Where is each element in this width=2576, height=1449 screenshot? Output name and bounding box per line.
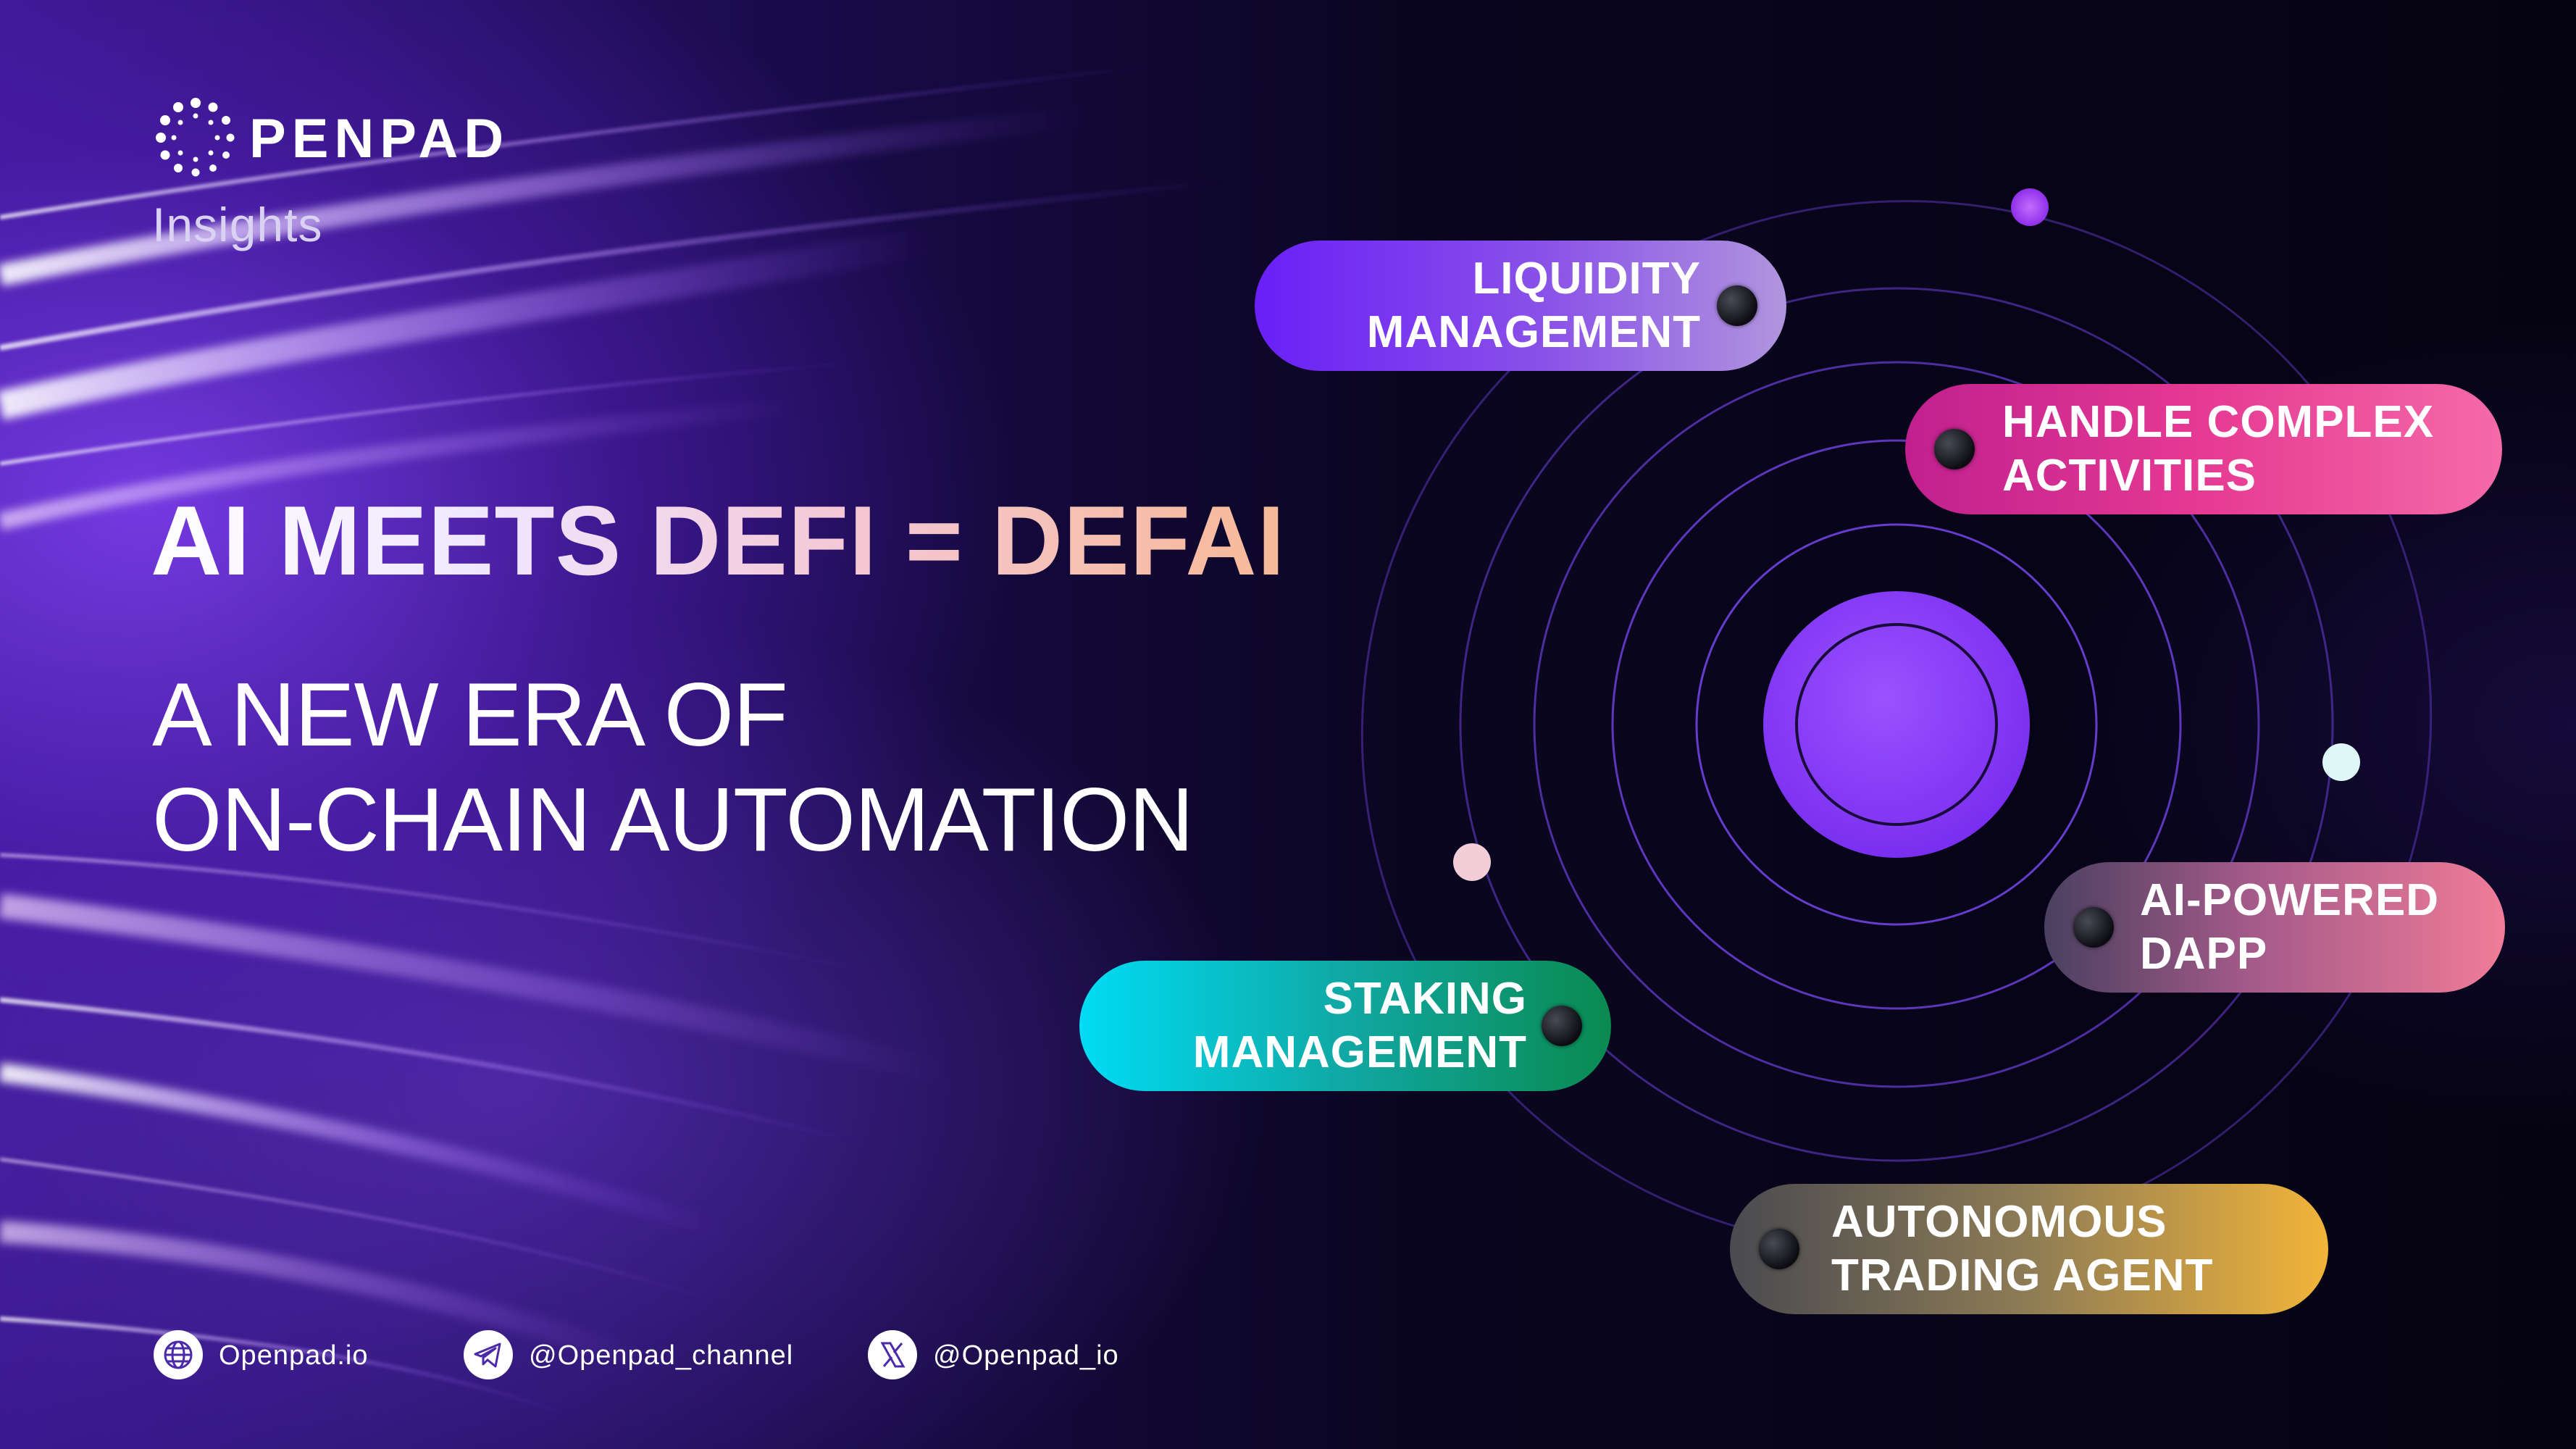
telegram-icon — [464, 1330, 513, 1379]
orbit-dot-pink — [1453, 843, 1491, 881]
feature-pill-handle-complex-activities: HANDLE COMPLEX ACTIVITIES — [1905, 384, 2502, 514]
footer-website-link[interactable]: Openpad.io — [154, 1330, 385, 1379]
orbit-ring — [1695, 523, 2098, 926]
feature-label-dapp: AI-POWERED DAPP — [2140, 875, 2439, 979]
footer-website-text[interactable]: Openpad.io — [219, 1340, 369, 1371]
orbit-dot-purple — [2011, 188, 2049, 226]
feature-label-liquidity: LIQUIDITY MANAGEMENT — [1366, 254, 1701, 357]
footer-x-text[interactable]: @Openpad_io — [933, 1340, 1119, 1371]
globe-icon — [154, 1330, 203, 1379]
footer-telegram-text[interactable]: @Openpad_channel — [529, 1340, 794, 1371]
pill-dot-icon — [1542, 1006, 1582, 1046]
feature-pill-staking-management: STAKING MANAGEMENT — [1079, 961, 1611, 1091]
orbit-core-ring — [1795, 623, 1998, 826]
feature-pill-liquidity-management: LIQUIDITY MANAGEMENT — [1255, 241, 1786, 371]
tagline-line-2: ON-CHAIN AUTOMATION — [152, 770, 1194, 870]
headline: AI MEETS DEFI = DEFAI — [151, 485, 1286, 596]
feature-label-staking: STAKING MANAGEMENT — [1192, 974, 1527, 1077]
feature-label-complex: HANDLE COMPLEX ACTIVITIES — [2002, 397, 2435, 501]
dotted-ring-o-logo-icon — [156, 98, 235, 177]
x-logo-icon — [868, 1330, 917, 1379]
orbit-ring — [1611, 439, 2182, 1010]
tagline: A NEW ERA OF ON-CHAIN AUTOMATION — [152, 663, 1194, 873]
light-streaks-decoration — [0, 63, 1232, 1422]
orbit-ring — [1533, 361, 2260, 1088]
feature-pill-ai-powered-dapp: AI-POWERED DAPP — [2044, 862, 2505, 993]
feature-label-trading: AUTONOMOUS TRADING AGENT — [1831, 1197, 2214, 1300]
pill-dot-icon — [1759, 1229, 1799, 1269]
brand-subtitle: Insights — [152, 198, 323, 251]
orbit-ring — [1459, 287, 2334, 1162]
orbit-dot-white — [2322, 743, 2360, 781]
pill-dot-icon — [1717, 285, 1757, 326]
brand-wordmark: PENPAD — [249, 108, 510, 170]
orbit-core — [1763, 591, 2030, 858]
pill-dot-icon — [2073, 907, 2114, 948]
pill-dot-icon — [1934, 429, 1975, 469]
footer-telegram-link[interactable]: @Openpad_channel — [464, 1330, 797, 1379]
footer-x-link[interactable]: @Openpad_io — [868, 1330, 1129, 1379]
tagline-line-1: A NEW ERA OF — [152, 665, 788, 765]
feature-pill-autonomous-trading-agent: AUTONOMOUS TRADING AGENT — [1730, 1184, 2328, 1314]
